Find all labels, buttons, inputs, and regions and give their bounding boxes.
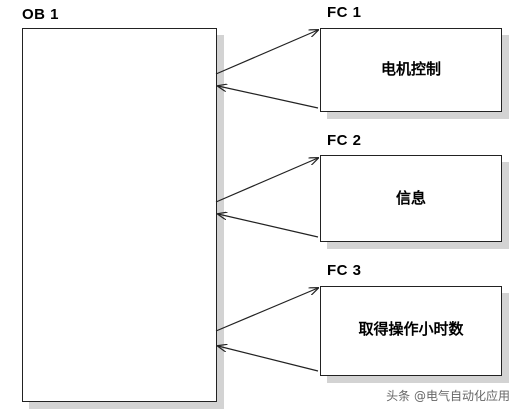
fc1-block <box>320 28 502 112</box>
call-arrow-fc2 <box>215 158 318 203</box>
call-arrow-fc1 <box>215 30 318 75</box>
fc2-label: FC 2 <box>327 132 362 149</box>
call-arrow-fc3 <box>215 288 318 332</box>
fc2-text: 信息 <box>395 189 426 207</box>
fc3-label: FC 3 <box>327 262 362 279</box>
watermark: 头条 @电气自动化应用 <box>386 389 510 403</box>
fc1-text: 电机控制 <box>380 60 441 78</box>
return-arrow-fc1 <box>218 86 319 109</box>
fc1-label: FC 1 <box>327 4 362 21</box>
return-arrow-fc3 <box>218 346 319 372</box>
fc3-block <box>320 286 502 376</box>
ob1-label: OB 1 <box>22 6 60 23</box>
return-arrow-fc2 <box>218 214 319 238</box>
fc3-text: 取得操作小时数 <box>358 320 464 338</box>
fc2-block <box>320 155 502 242</box>
